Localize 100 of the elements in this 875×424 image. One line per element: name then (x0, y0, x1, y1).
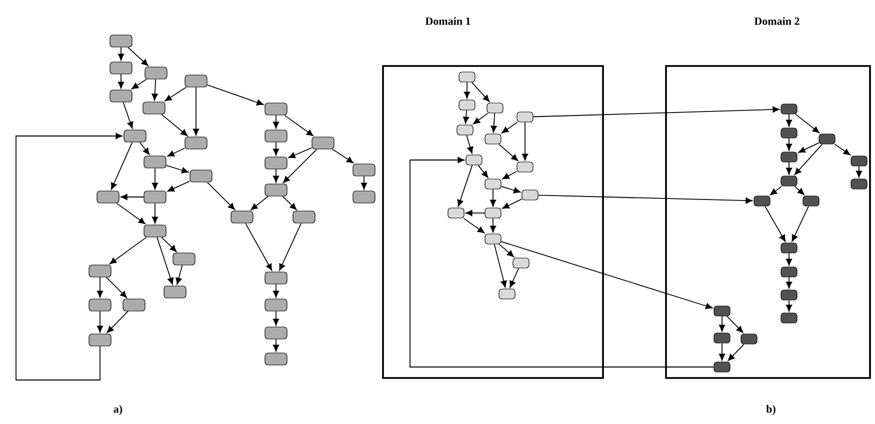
arrow (283, 148, 318, 184)
arrow (471, 82, 490, 102)
arrow (490, 218, 496, 233)
process-box (780, 152, 798, 162)
arrow (176, 264, 183, 285)
process-box (516, 112, 534, 122)
arrow (110, 142, 133, 190)
arrow (152, 78, 158, 101)
process-box (144, 156, 166, 168)
process-box (190, 170, 212, 182)
process-box (448, 208, 464, 218)
arrow (792, 206, 809, 242)
process-box (110, 34, 132, 48)
process-box (458, 100, 476, 110)
process-box (498, 288, 516, 300)
process-box (780, 312, 798, 324)
arrow (161, 236, 177, 252)
arrow (500, 241, 713, 310)
process-box (466, 154, 482, 166)
arrow (166, 165, 189, 174)
arrow (794, 186, 804, 196)
process-box (740, 334, 758, 344)
arrow (152, 202, 158, 224)
process-box (484, 234, 502, 244)
arrow (282, 196, 297, 210)
arrow (798, 142, 820, 153)
arrow (245, 222, 272, 271)
arrow (764, 206, 786, 242)
arrow (795, 114, 820, 134)
arrow (462, 110, 470, 124)
process-box (850, 156, 868, 166)
panel-label: b) (766, 405, 776, 415)
process-box (142, 102, 166, 114)
process-box (292, 210, 316, 224)
arrow (490, 188, 496, 207)
process-box (352, 164, 376, 176)
arrow (494, 244, 507, 288)
domain-heading: Domain 2 (754, 17, 800, 25)
arrow (272, 142, 280, 156)
arrow (478, 164, 488, 178)
process-box (264, 102, 288, 116)
arrow (272, 310, 280, 326)
process-box (184, 136, 208, 150)
arrow (106, 276, 128, 298)
arrow (466, 134, 474, 154)
arrow (457, 164, 473, 207)
arrow (122, 102, 134, 129)
arrow (360, 176, 368, 190)
process-box (714, 332, 730, 344)
arrow (206, 84, 264, 106)
process-box (780, 128, 798, 138)
arrow (465, 210, 486, 216)
arrow (502, 170, 518, 180)
process-box (110, 90, 132, 102)
process-box (714, 362, 730, 372)
process-box (264, 326, 288, 340)
process-box (818, 134, 836, 144)
arrow (161, 114, 188, 136)
arrow (532, 106, 780, 118)
arrow (473, 112, 488, 124)
process-box (484, 178, 502, 190)
arrow (192, 86, 200, 136)
arrow (167, 180, 190, 192)
process-box (124, 130, 146, 142)
arrow (502, 122, 518, 134)
arrow (110, 236, 147, 264)
process-box (264, 156, 288, 170)
arrow (538, 194, 753, 204)
process-box (780, 104, 798, 114)
arrow (106, 310, 128, 333)
arrow (463, 218, 485, 234)
process-box (264, 272, 288, 284)
process-box (264, 352, 288, 366)
arrow (250, 196, 269, 210)
arrow (284, 114, 314, 136)
arrow (786, 276, 792, 289)
arrow (120, 194, 144, 200)
arrow (167, 148, 186, 157)
process-box (512, 258, 530, 268)
arrow (164, 86, 187, 102)
arrow (834, 144, 850, 156)
arrow (410, 156, 714, 368)
arrow (786, 114, 792, 127)
process-box (184, 74, 208, 88)
arrow (794, 144, 823, 175)
arrow (288, 147, 312, 158)
process-box (714, 306, 730, 316)
arrow (786, 138, 792, 151)
arrow (206, 182, 236, 210)
process-box (486, 102, 504, 114)
arrow (718, 316, 726, 332)
process-box (780, 266, 798, 278)
process-box (458, 72, 476, 82)
process-box (754, 196, 770, 206)
process-box (522, 190, 538, 200)
arrow (490, 112, 497, 133)
process-box (780, 176, 798, 186)
arrow (786, 252, 792, 266)
arrow (131, 78, 147, 90)
process-box (850, 178, 868, 190)
